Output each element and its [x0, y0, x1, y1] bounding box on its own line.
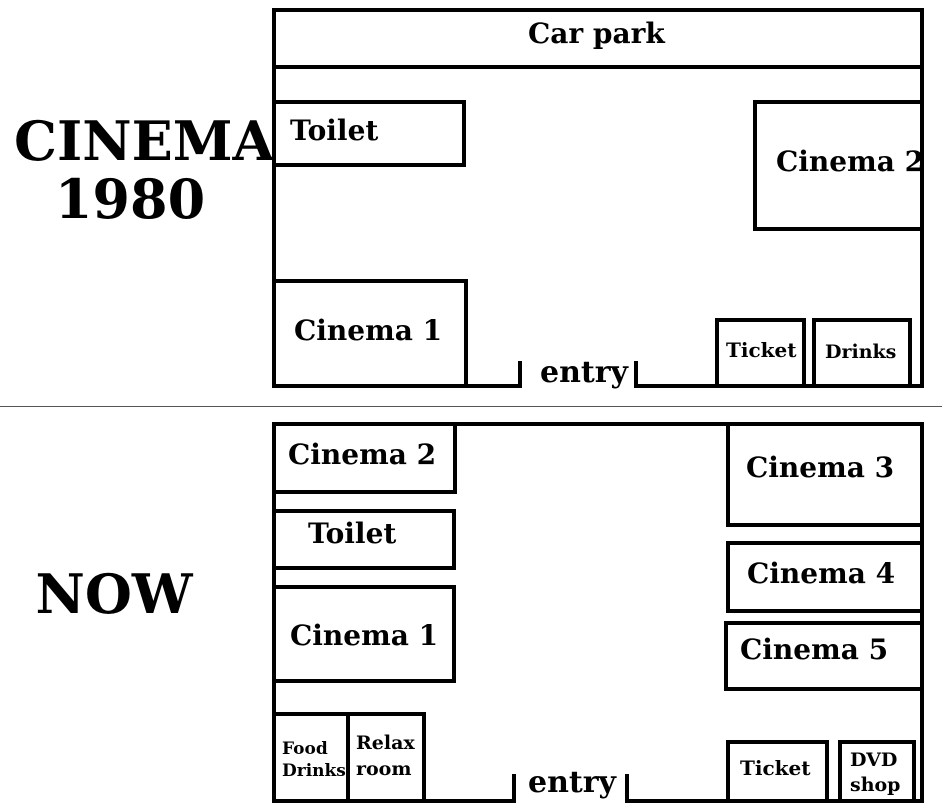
- entry-label: entry: [540, 355, 628, 390]
- now-room-ticket: [726, 740, 829, 803]
- now-room-relax-room-label: Relax room: [356, 731, 415, 782]
- now-room-dvd-shop-label: DVD shop: [850, 748, 900, 797]
- now-room-shop-label: shop: [850, 773, 901, 796]
- room-cinema-1-label: Cinema 1: [294, 314, 443, 347]
- plan-now-title: NOW: [35, 562, 193, 626]
- now-room-toilet: [272, 509, 456, 570]
- room-drinks: [812, 318, 912, 388]
- now-room-food-label: Food: [282, 739, 328, 759]
- room-cinema-2: [753, 100, 924, 231]
- room-toilet: [272, 100, 466, 167]
- now-room-dvd-shop: [838, 740, 916, 803]
- room-cinema-2-label: Cinema 2: [776, 145, 925, 178]
- now-room-food-drinks-label: Food Drinks: [282, 738, 346, 782]
- plans-divider: [0, 406, 942, 407]
- now-room-cinema-5: [724, 621, 924, 691]
- room-cinema-1: [272, 279, 468, 388]
- room-toilet-label: Toilet: [290, 114, 379, 147]
- room-ticket-label: Ticket: [726, 338, 797, 362]
- now-room-cinema-4-label: Cinema 4: [747, 557, 896, 590]
- now-room-cinema-3-label: Cinema 3: [746, 451, 895, 484]
- car-park-label: Car park: [528, 17, 665, 50]
- outer-wall-top: [272, 8, 924, 12]
- now-room-relax-room: [346, 712, 426, 803]
- now-room-toilet-label: Toilet: [308, 517, 397, 550]
- car-park-wall: [272, 65, 924, 69]
- now-room-room-label: room: [356, 757, 412, 780]
- now-room-cinema-4: [726, 541, 924, 613]
- now-room-relax-label: Relax: [356, 732, 415, 754]
- plan-1980-title-line2: 1980: [54, 167, 206, 232]
- room-ticket: [715, 318, 806, 388]
- now-entry-post-left: [512, 774, 516, 803]
- now-entry-post-right: [625, 774, 629, 803]
- now-room-drinks-label: Drinks: [282, 761, 346, 782]
- plan-1980-title-line1: CINEMA: [14, 109, 275, 173]
- plan-1980-title: CINEMA 1980: [14, 109, 275, 232]
- now-room-cinema-1: [272, 585, 456, 683]
- entry-post-right: [634, 361, 638, 388]
- now-room-cinema-2-label: Cinema 2: [288, 438, 437, 471]
- room-drinks-label: Drinks: [825, 341, 897, 363]
- now-room-ticket-label: Ticket: [740, 756, 811, 780]
- outer-wall-left: [272, 8, 276, 388]
- now-room-dvd-label: DVD: [850, 749, 898, 771]
- now-room-cinema-2: [272, 422, 457, 494]
- now-room-food-drinks: [272, 712, 350, 803]
- entry-post-left: [518, 361, 522, 388]
- now-outer-wall-top: [272, 422, 924, 426]
- now-room-cinema-1-label: Cinema 1: [290, 619, 439, 652]
- now-room-cinema-5-label: Cinema 5: [740, 633, 889, 666]
- now-entry-label: entry: [528, 765, 616, 800]
- now-room-cinema-3: [726, 422, 924, 527]
